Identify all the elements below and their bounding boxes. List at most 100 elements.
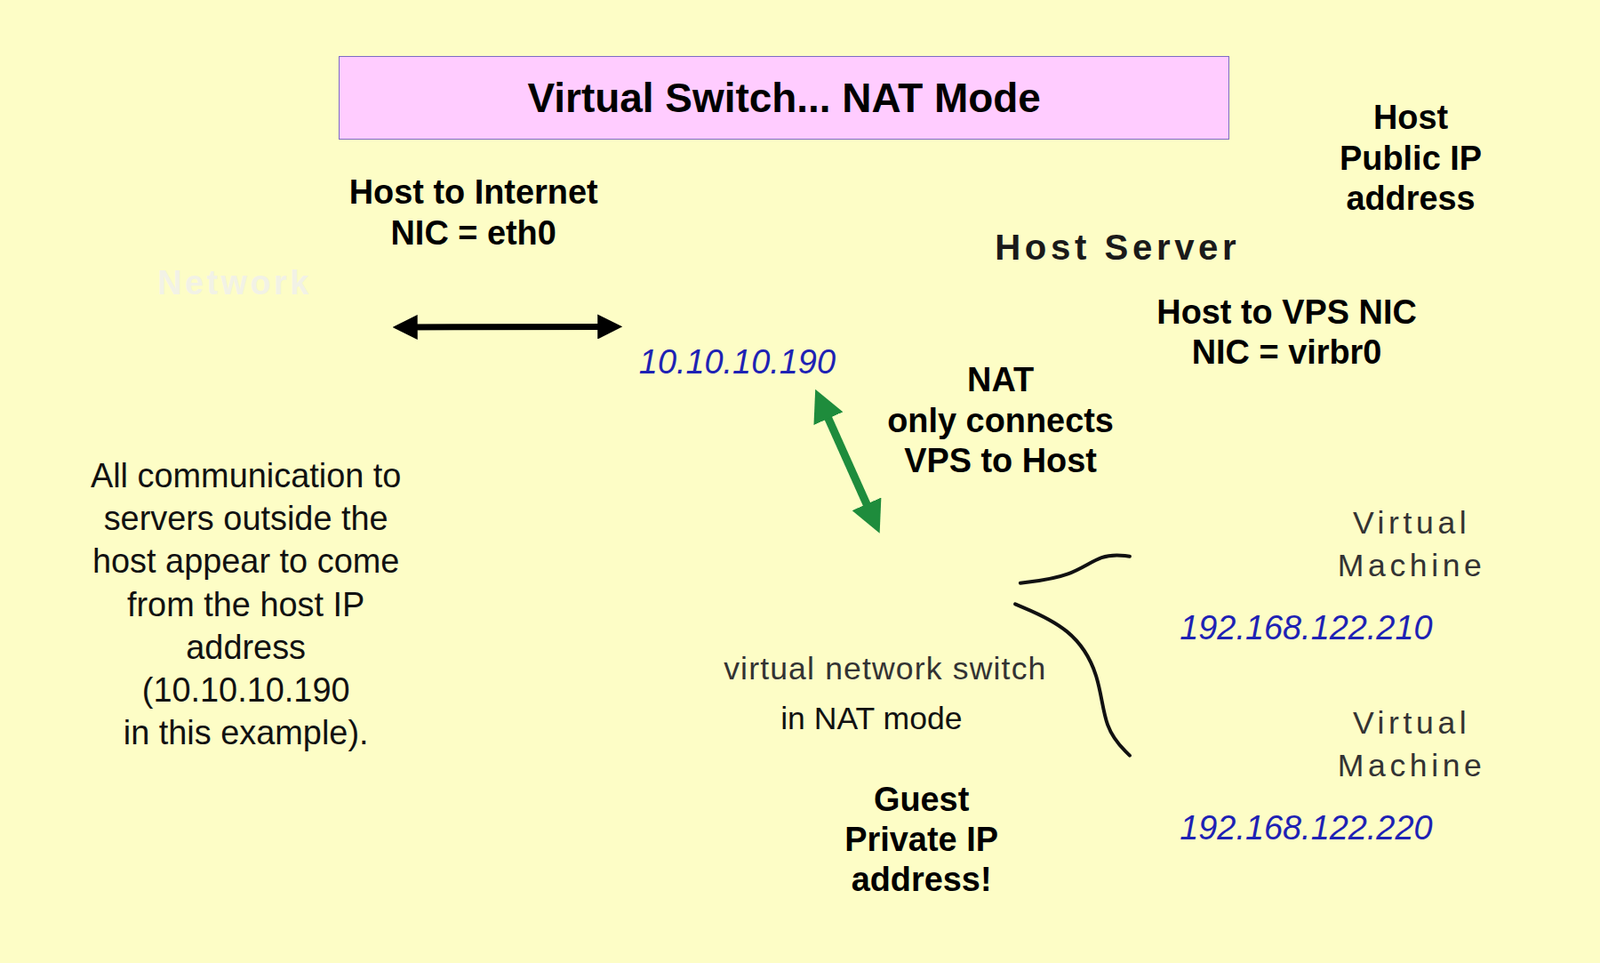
switch-side (750, 568, 868, 625)
server-slot (1151, 743, 1160, 768)
ground-dots (15, 22, 1584, 950)
ip-address: 10.10.10.190 (639, 342, 836, 383)
cloud-outline (72, 187, 397, 364)
switch-port (997, 563, 1004, 573)
device-panel (765, 242, 832, 300)
device-top (627, 190, 849, 261)
nic-label-box: Host to VPS NIC NIC = virbr0 (1122, 285, 1452, 381)
host-nic-device: 10.10.10.190 (622, 187, 852, 390)
cloud-outline (799, 755, 1044, 923)
node-text: Host Public IP address (1339, 97, 1482, 219)
callout-cloud: NAT only connects VPS to Host (855, 331, 1146, 511)
switch-top (750, 528, 1021, 597)
server-side (1127, 725, 1204, 787)
switch-port (953, 576, 960, 585)
switch-port (979, 568, 986, 577)
server-top (1127, 699, 1286, 743)
device-slot (648, 250, 659, 292)
server-front (1204, 517, 1287, 587)
switch-port (1006, 572, 1013, 582)
rect-shape (324, 156, 623, 272)
switch-port (882, 595, 889, 605)
region-dots (663, 285, 1541, 908)
switch-port (970, 582, 977, 592)
callout-cloud: Host Public IP address (1260, 69, 1562, 248)
server-bay (1218, 530, 1274, 570)
ground-panel (15, 22, 1584, 950)
node-text: in NAT mode (780, 699, 962, 738)
switch-port (900, 601, 907, 611)
switch-port (900, 590, 907, 600)
node-text: virtual network switch (723, 649, 1047, 688)
node-text: Network (157, 263, 312, 304)
box-outline (723, 692, 1021, 744)
switch-port (944, 577, 952, 587)
vm-panel (1112, 487, 1500, 659)
switch-port (997, 574, 1004, 584)
switch-port (962, 584, 969, 594)
vm-panel (1112, 687, 1500, 859)
server-front (1204, 717, 1287, 787)
double-arrow (819, 398, 877, 525)
switch-port (873, 598, 880, 608)
double-arrow (400, 323, 616, 331)
cloud-outline (872, 337, 1129, 502)
device-front (719, 225, 849, 325)
switch-port (882, 607, 889, 616)
server-side (1127, 525, 1204, 587)
region-heading: Host Server (994, 226, 1240, 270)
box-outline (325, 156, 623, 270)
switch-port (936, 592, 943, 601)
switch-port (891, 604, 898, 614)
switch-port (873, 609, 880, 619)
server-slot (1138, 539, 1147, 565)
node-text: Host to VPS NIC NIC = virbr0 (1156, 292, 1417, 374)
mode-label-box: in NAT mode (722, 691, 1021, 745)
device-side (627, 223, 720, 326)
switch-port (979, 579, 986, 589)
server-slot (1151, 543, 1160, 568)
callout-cloud: Guest Private IP address! (784, 747, 1060, 932)
device-slot (664, 257, 675, 299)
machine-label: Virtual Machine (1337, 501, 1487, 587)
switch-port (1006, 560, 1013, 570)
switch-port (953, 586, 960, 596)
server-top (1127, 499, 1286, 543)
network-cloud: Network (50, 184, 418, 373)
node-text: Guest Private IP address! (844, 779, 999, 901)
server-bay (1218, 730, 1274, 770)
virtual-machine: Virtual Machine 192.168.122.210 (1112, 487, 1500, 659)
switch-port (988, 576, 995, 586)
ip-address: 192.168.122.220 (1179, 808, 1432, 848)
server-slot (1163, 545, 1172, 571)
switch-port (918, 597, 925, 607)
switch-port (918, 585, 925, 595)
switch-port (927, 594, 934, 604)
node-text: Host to Internet NIC = eth0 (349, 172, 599, 254)
title-text: Virtual Switch... NAT Mode (528, 73, 1041, 122)
switch-port (944, 589, 952, 599)
region-panel (663, 285, 1541, 908)
virtual-switch: virtual network switch (688, 522, 1082, 694)
box-outline (1123, 285, 1451, 380)
virtual-machine: Virtual Machine 192.168.122.220 (1112, 687, 1500, 859)
switch-port (909, 588, 916, 598)
switch-port (936, 580, 943, 590)
network-cable (1020, 554, 1130, 583)
switch-port (988, 565, 995, 575)
switch-port (962, 573, 969, 583)
machine-label: Virtual Machine (1337, 701, 1487, 787)
server-slot (1163, 745, 1172, 771)
switch-front (867, 553, 1021, 625)
switch-port (891, 592, 898, 602)
ip-address: 192.168.122.210 (1179, 608, 1432, 648)
nic-label-box: Host to Internet NIC = eth0 (324, 156, 623, 272)
switch-port (909, 599, 916, 608)
node-text: NAT only connects VPS to Host (887, 360, 1114, 481)
switch-port (970, 570, 977, 580)
server-slot (1138, 739, 1147, 765)
cloud-outline (1277, 75, 1544, 240)
node-text: All communication to servers outside the… (90, 454, 401, 754)
box-outline (31, 416, 461, 792)
